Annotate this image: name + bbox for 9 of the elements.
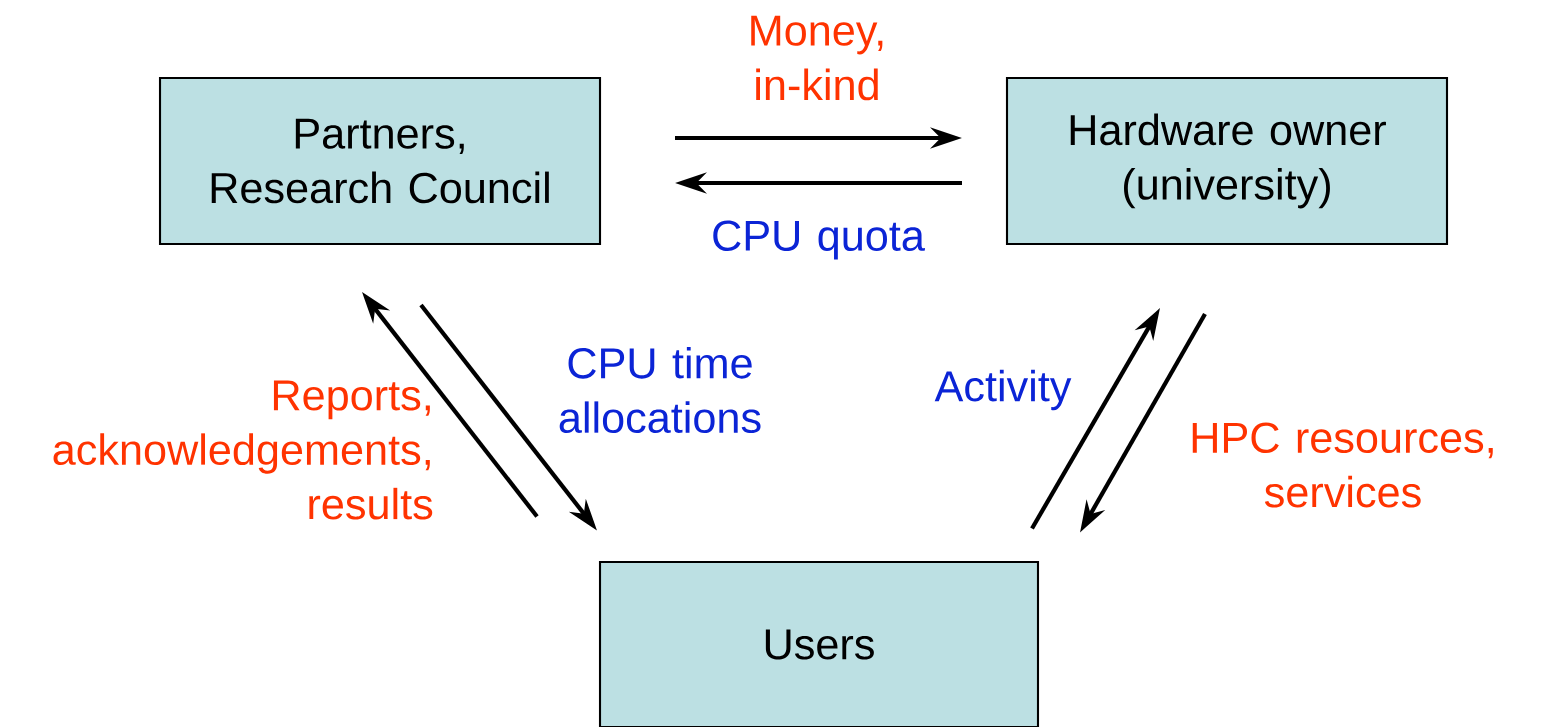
edge-label: Activity bbox=[934, 369, 1072, 411]
edge-label: Money, in-kind bbox=[751, 15, 883, 101]
process-box: Hardware owner (university) bbox=[1005, 76, 1449, 246]
edge-label: CPU quota bbox=[713, 220, 925, 260]
process-box: Users bbox=[598, 560, 1040, 727]
edge-label: CPU time allocations bbox=[559, 346, 761, 434]
edge-label: HPC resources, services bbox=[1192, 422, 1493, 508]
process-box: Partners, Research Council bbox=[158, 76, 602, 246]
edge-label: Reports, acknowledgements, results bbox=[53, 380, 433, 520]
